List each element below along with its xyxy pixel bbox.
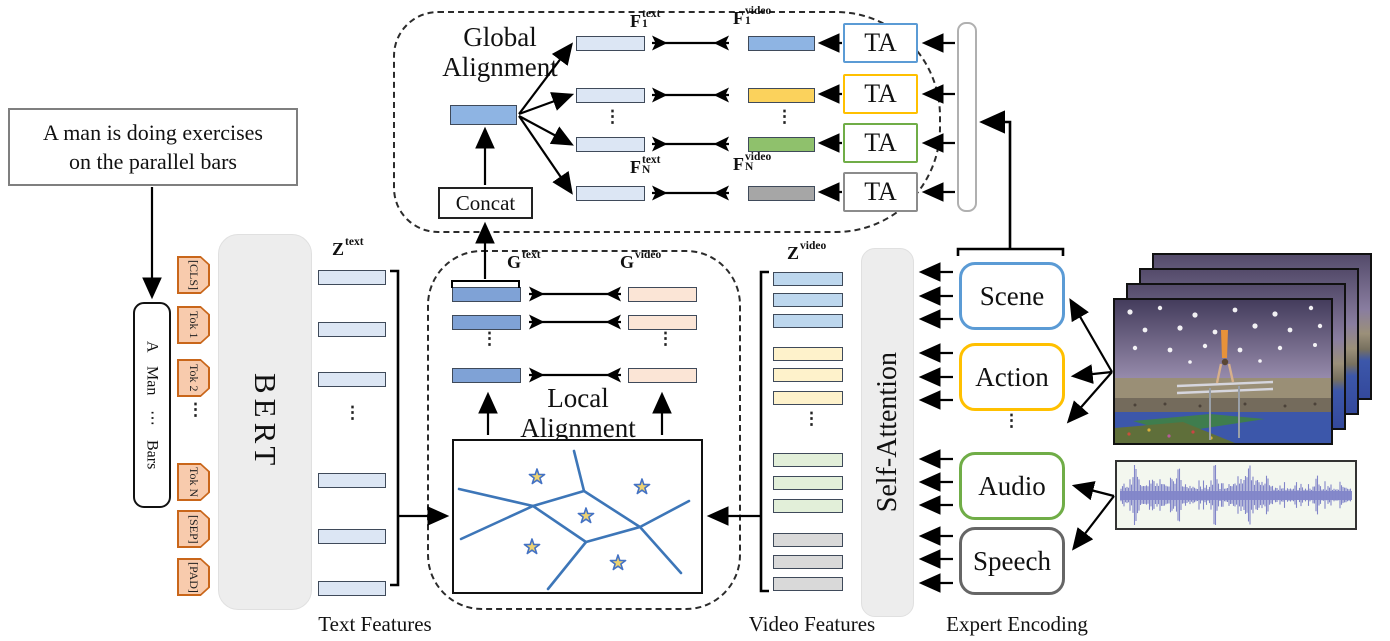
global-video-dots: ⋮ (776, 107, 793, 126)
expert-dots: ⋮ (1003, 411, 1020, 430)
concat-box: Concat (438, 187, 533, 219)
global-text-bar (576, 88, 645, 103)
video-feature-bar-scene (773, 314, 843, 328)
video-frame-front (1113, 298, 1333, 445)
g-text-bar (452, 368, 521, 383)
expert-scene: Scene (959, 262, 1065, 330)
input-caption-box: A man is doing exercises on the parallel… (8, 108, 298, 186)
caption-line1: A man is doing exercises (43, 120, 263, 145)
global-text-bar (576, 137, 645, 152)
g-text-dots: ⋮ (481, 329, 498, 348)
video-feature-bar-audio (773, 499, 843, 513)
word-man: Man (143, 366, 161, 396)
global-alignment-title: Global Alignment (442, 22, 558, 82)
text-feature-bar (318, 473, 386, 488)
global-video-bar-scene (748, 36, 815, 51)
g-video-dots: ⋮ (657, 329, 674, 348)
g-text-bar (452, 315, 521, 330)
g-text-bar (452, 287, 521, 302)
word-ellipsis: ⋯ (143, 409, 161, 426)
ta-box-scene: TA (843, 23, 918, 63)
word-a: A (143, 340, 161, 353)
gymnast-photo (1115, 300, 1331, 443)
video-feature-bar-scene (773, 293, 843, 307)
global-text-dots: ⋮ (604, 107, 621, 126)
global-video-bar-speech (748, 186, 815, 201)
g-video-bar (628, 315, 697, 330)
expert-encoding-caption: Expert Encoding (946, 612, 1088, 636)
ta-box-action: TA (843, 74, 918, 114)
video-feature-bar-audio (773, 453, 843, 467)
expert-speech: Speech (959, 527, 1065, 595)
global-alignment-module (393, 11, 941, 233)
video-feature-bar-action (773, 368, 843, 382)
expert-audio: Audio (959, 452, 1065, 520)
ta-box-speech: TA (843, 172, 918, 212)
token-cls: [CLS] (177, 256, 210, 294)
text-features-caption: Text Features (318, 612, 432, 636)
bert-label: BERT (248, 373, 283, 471)
video-feature-bar-speech (773, 555, 843, 569)
local-alignment-module (427, 250, 741, 610)
concat-output-bar (450, 105, 517, 125)
sentence-words-box: A Man ⋯ Bars (133, 302, 171, 508)
video-feature-bar-action (773, 391, 843, 405)
video-feature-bar-action (773, 347, 843, 361)
token-pad: [PAD] (177, 558, 210, 596)
video-feature-dots: ⋮ (803, 409, 820, 428)
text-feature-bar (318, 372, 386, 387)
video-feature-bar-speech (773, 577, 843, 591)
ta-box-audio: TA (843, 123, 918, 163)
token-tok2: Tok 2 (177, 359, 210, 397)
bert-encoder: BERT (218, 234, 312, 610)
voronoi-alignment-map (452, 439, 703, 594)
self-attention-block: Self-Attention (861, 248, 914, 617)
self-attention-label: Self-Attention (871, 352, 903, 513)
token-tokn: Tok N (177, 463, 210, 501)
text-feature-bar (318, 270, 386, 285)
g-video-bar (628, 368, 697, 383)
aggregated-expert-column (957, 22, 977, 212)
token-tok1: Tok 1 (177, 306, 210, 344)
video-feature-bar-speech (773, 533, 843, 547)
token-dots: ⋮ (187, 400, 204, 419)
word-bars: Bars (143, 439, 161, 470)
token-sep: [SEP] (177, 510, 210, 548)
global-video-bar-audio (748, 137, 815, 152)
global-video-bar-action (748, 88, 815, 103)
audio-waveform (1115, 460, 1357, 530)
text-feature-dots: ⋮ (344, 403, 361, 422)
local-alignment-title: Local Alignment (520, 383, 636, 443)
video-feature-bar-scene (773, 272, 843, 286)
video-features-caption: Video Features (748, 612, 876, 636)
text-feature-bar (318, 322, 386, 337)
global-text-bar (576, 36, 645, 51)
global-text-bar (576, 186, 645, 201)
video-feature-bar-audio (773, 476, 843, 490)
expert-action: Action (959, 343, 1065, 411)
text-feature-bar (318, 581, 386, 596)
caption-line2: on the parallel bars (69, 149, 237, 174)
text-feature-bar (318, 529, 386, 544)
g-video-bar (628, 287, 697, 302)
